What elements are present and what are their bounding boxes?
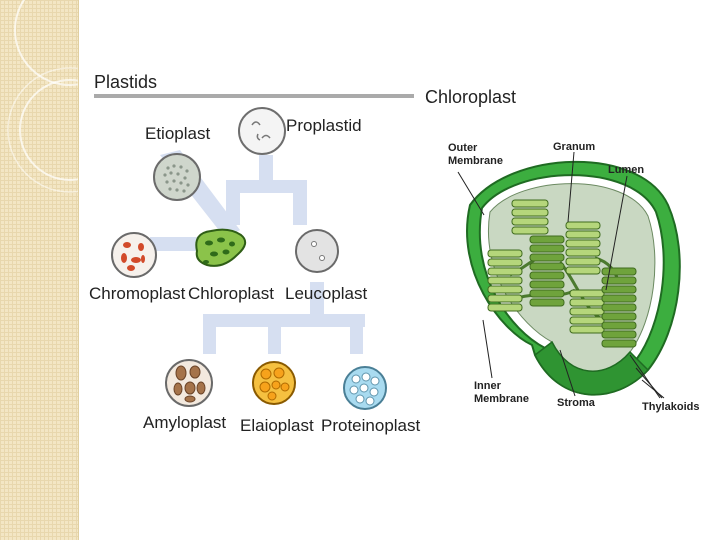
leucoplast-node	[295, 229, 339, 273]
label-elaioplast: Elaioplast	[240, 416, 314, 435]
elaioplast-node	[252, 361, 296, 405]
label-granum: Granum	[553, 141, 595, 153]
amyloplast-node	[165, 359, 213, 407]
chloroplast-cross-section	[457, 151, 681, 399]
label-chloroplast: Chloroplast	[188, 284, 274, 303]
label-proteinoplast: Proteinoplast	[321, 416, 421, 435]
chloroplast-node	[195, 228, 247, 267]
label-amyloplast: Amyloplast	[143, 413, 226, 432]
decorative-side-panel	[0, 0, 79, 540]
plastids-title: Plastids	[94, 72, 157, 92]
grana-stacks	[487, 199, 637, 348]
chromoplast-node	[111, 232, 157, 278]
label-proplastid: Proplastid	[286, 116, 362, 135]
chloroplast-title: Chloroplast	[425, 87, 516, 107]
label-line: Membrane	[474, 393, 529, 405]
label-stroma: Stroma	[557, 397, 596, 409]
leader-lines	[457, 151, 665, 399]
etioplast-node	[153, 153, 201, 201]
label-line: Outer	[448, 142, 478, 154]
label-chromoplast: Chromoplast	[89, 284, 186, 303]
proplastid-node	[238, 107, 286, 155]
label-line: Membrane	[448, 155, 503, 167]
label-lumen: Lumen	[608, 164, 644, 176]
tree-connectors	[150, 150, 365, 354]
label-leucoplast: Leucoplast	[285, 284, 368, 303]
label-line: Inner	[474, 380, 502, 392]
proteinoplast-node	[343, 366, 387, 410]
label-thylakoids: Thylakoids	[642, 401, 699, 413]
label-etioplast: Etioplast	[145, 124, 210, 143]
